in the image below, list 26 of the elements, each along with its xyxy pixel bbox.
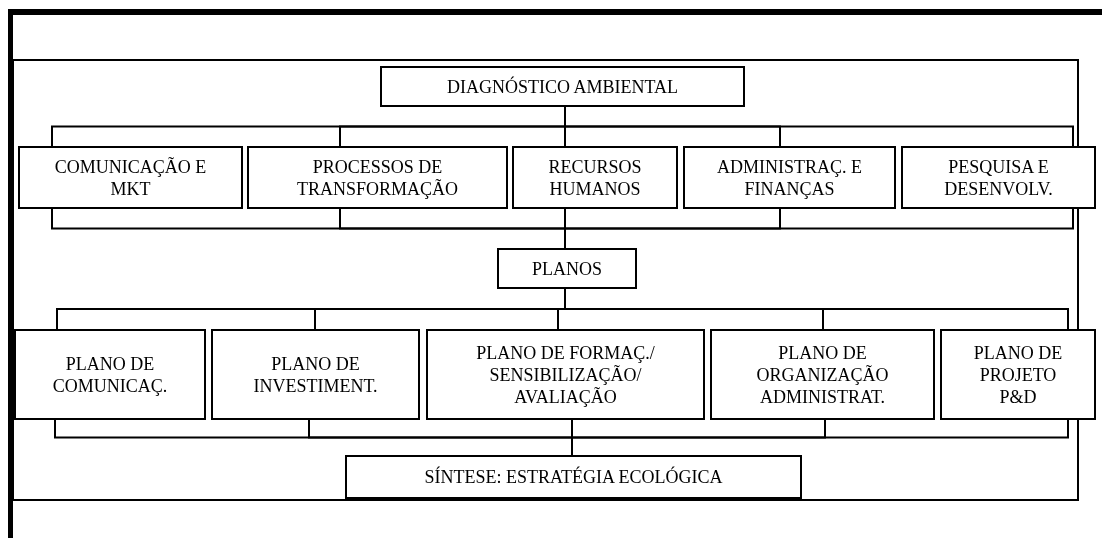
box-label: DIAGNÓSTICO AMBIENTAL [446, 75, 678, 98]
process-box [18, 146, 243, 209]
box-label: PLANO DE ORGANIZAÇÃO ADMINISTRAT. [755, 341, 890, 408]
box-label: COMUNICAÇÃO E MKT [53, 155, 208, 200]
process-box [345, 455, 802, 499]
process-box [380, 66, 745, 107]
box-label: PROCESSOS DE TRANSFORMAÇÃO [295, 155, 459, 200]
box-label: RECURSOS HUMANOS [547, 155, 643, 200]
box-label: SÍNTESE: ESTRATÉGIA ECOLÓGICA [424, 466, 723, 488]
box-label: PLANO DE FORMAÇ./ SENSIBILIZAÇÃO/ AVALIAÇÃO [475, 341, 656, 408]
process-box [247, 146, 508, 209]
process-box [497, 248, 637, 289]
box-label: PLANO DE COMUNICAÇ. [51, 352, 169, 397]
box-label: PLANO DE PROJETO P&D [972, 341, 1064, 408]
process-box [710, 329, 935, 420]
box-label: PLANO DE INVESTIMENT. [252, 352, 379, 397]
process-box [683, 146, 896, 209]
process-box [512, 146, 678, 209]
process-box [940, 329, 1096, 420]
process-box [901, 146, 1096, 209]
process-box [14, 329, 206, 420]
box-label: ADMINISTRAÇ. E FINANÇAS [716, 155, 863, 200]
box-label: PLANOS [532, 257, 602, 280]
process-box [211, 329, 420, 420]
box-label: PESQUISA E DESENVOLV. [943, 155, 1054, 200]
process-box [426, 329, 705, 420]
